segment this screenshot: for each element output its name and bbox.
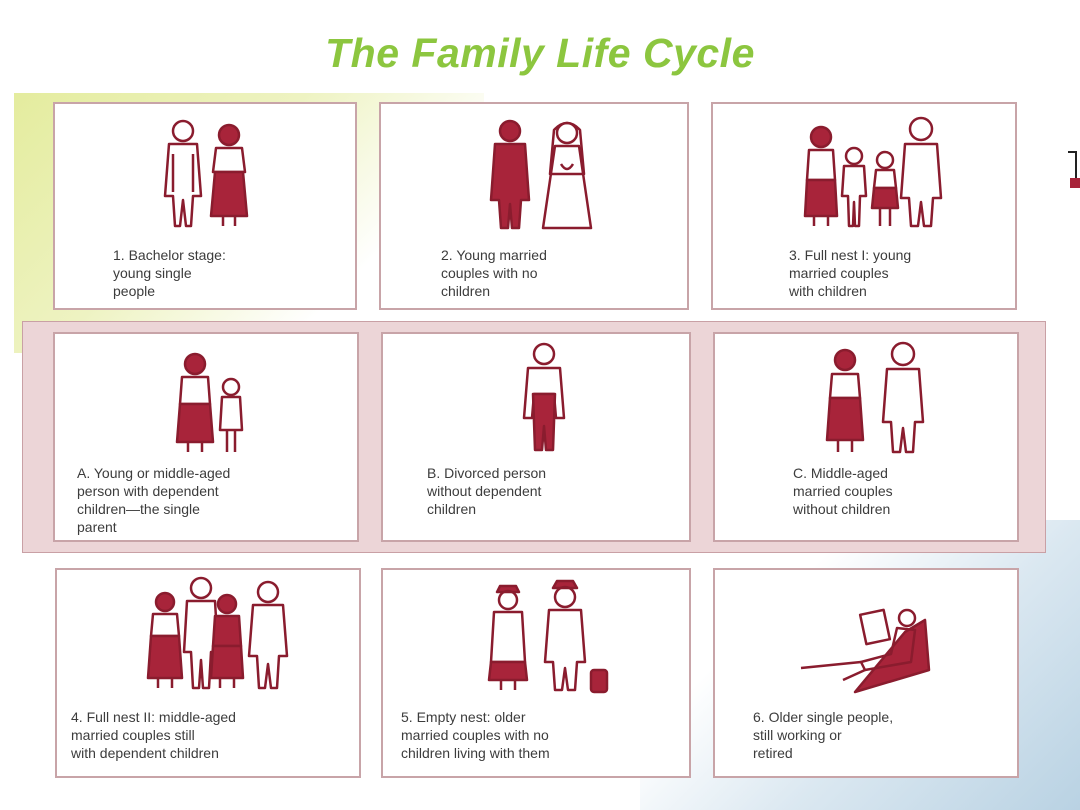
panel-caption: C. Middle-aged married couples without c… xyxy=(793,465,893,517)
cut-off-bracket-icon xyxy=(1068,151,1080,188)
panel-divorced-person: B. Divorced person without dependent chi… xyxy=(381,332,691,542)
panel-single-parent: A. Young or middle-aged person with depe… xyxy=(53,332,359,542)
bachelor-couple-figures xyxy=(163,119,249,228)
wedding-couple-figures xyxy=(489,119,593,230)
panel-caption: 1. Bachelor stage: young single people xyxy=(113,247,226,299)
panel-full-nest-1: 3. Full nest I: young married couples wi… xyxy=(711,102,1017,310)
panel-caption: B. Divorced person without dependent chi… xyxy=(427,465,547,517)
panel-empty-nest: 5. Empty nest: older married couples wit… xyxy=(381,568,691,778)
slide-title: The Family Life Cycle xyxy=(325,30,755,76)
panel-caption: 2. Young married couples with no childre… xyxy=(441,247,547,299)
panel-caption: 4. Full nest II: middle-aged married cou… xyxy=(71,709,236,761)
panel-caption: 3. Full nest I: young married couples wi… xyxy=(789,247,912,299)
panel-full-nest-2: 4. Full nest II: middle-aged married cou… xyxy=(55,568,361,778)
panel-bachelor-stage: 1. Bachelor stage: young single people xyxy=(53,102,357,310)
family-with-teens-figures xyxy=(146,576,289,690)
divorced-person-figure xyxy=(522,342,566,452)
panel-caption: A. Young or middle-aged person with depe… xyxy=(77,465,231,535)
older-person-reading-figure xyxy=(800,608,931,694)
single-parent-figures xyxy=(175,352,244,452)
panel-caption: 5. Empty nest: older married couples wit… xyxy=(401,709,550,761)
older-couple-figures xyxy=(487,579,609,694)
young-family-figures xyxy=(803,116,943,228)
panel-older-single: 6. Older single people, still working or… xyxy=(713,568,1019,778)
panel-middle-aged-no-children: C. Middle-aged married couples without c… xyxy=(713,332,1019,542)
panel-young-married: 2. Young married couples with no childre… xyxy=(379,102,689,310)
panel-caption: 6. Older single people, still working or… xyxy=(753,709,894,761)
middle-aged-couple-figures xyxy=(825,341,925,454)
